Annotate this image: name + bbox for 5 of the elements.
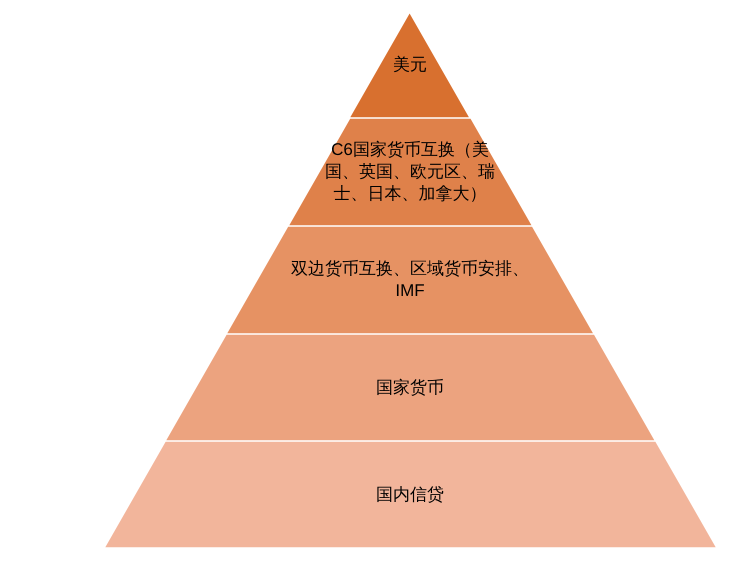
tier-label: 双边货币互换、区域货币安排、IMF bbox=[290, 258, 530, 302]
tier-label: 美元 bbox=[392, 54, 428, 76]
tier-label: 国内信贷 bbox=[375, 484, 445, 506]
tier-label: C6国家货币互换（美国、英国、欧元区、瑞士、日本、加拿大） bbox=[324, 139, 495, 205]
tier-label: 国家货币 bbox=[374, 376, 445, 398]
